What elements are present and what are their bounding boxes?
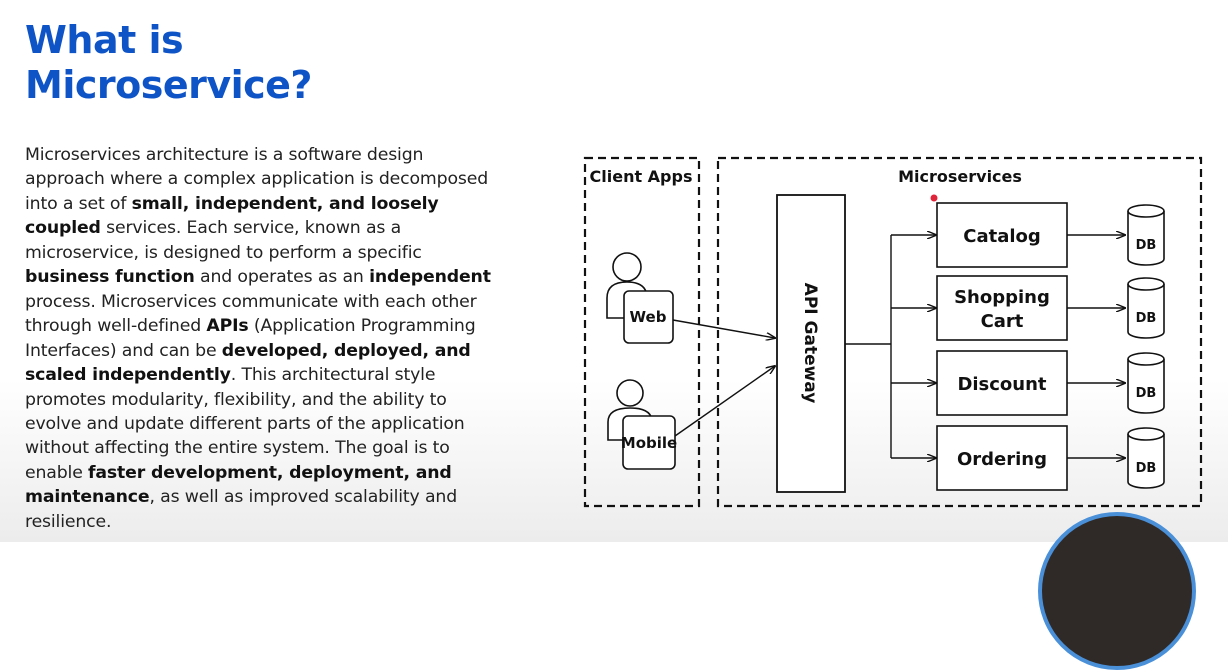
body-text: . This architectural style promotes modu… [25, 365, 465, 483]
gateway-bus [845, 235, 892, 458]
api-gateway-box [776, 194, 846, 493]
body-text: process. Microservices communicate with … [25, 291, 477, 337]
web-client: Web [606, 252, 674, 344]
mobile-box [622, 415, 676, 470]
service-box [936, 275, 1068, 341]
presenter-avatar [1038, 512, 1196, 670]
db-label: DB [1136, 311, 1157, 326]
body-text: and operates as an [194, 267, 370, 288]
title-line-1: What is [25, 18, 184, 62]
service-box [936, 425, 1068, 491]
service-label: Catalog [963, 226, 1041, 247]
microservices-label: Microservices [898, 167, 1022, 186]
service-label: Discount [957, 374, 1046, 395]
web-box [623, 290, 674, 344]
database-icon [1127, 427, 1165, 489]
description-paragraph: Microservices architecture is a software… [25, 143, 495, 534]
db-label: DB [1136, 238, 1157, 253]
mobile-label: Mobile [621, 434, 677, 452]
emphasis-text: small, independent, and loosely coupled [25, 193, 439, 239]
emphasis-text: business function [25, 267, 195, 288]
emphasis-text: APIs [206, 316, 249, 337]
service-box [936, 350, 1068, 416]
api-gateway-label: API Gateway [800, 283, 820, 404]
web-label: Web [630, 308, 667, 326]
db-label: DB [1136, 386, 1157, 401]
emphasis-text: developed, deployed, and scaled independ… [25, 340, 471, 386]
db-label: DB [1136, 461, 1157, 476]
database-icon [1127, 204, 1165, 266]
page-title: What is Microservice? [25, 18, 312, 108]
pointer-dot [930, 194, 938, 202]
emphasis-text: independent [369, 267, 491, 288]
client-apps-label: Client Apps [590, 167, 693, 186]
client-apps-group [583, 156, 701, 508]
microservices-group [716, 156, 1203, 508]
service-label: Cart [981, 311, 1024, 332]
service-label: Shopping [954, 287, 1050, 308]
architecture-diagram: Client Apps Microservices Web Mobile API… [583, 156, 1203, 508]
body-text: , as well as improved scalability and re… [25, 487, 458, 532]
mobile-to-gateway-arrow [674, 366, 775, 437]
emphasis-text: faster development, deployment, and main… [25, 462, 452, 508]
body-text: (Application Programming Interfaces) and… [25, 316, 476, 361]
mobile-client: Mobile [607, 379, 677, 470]
title-line-2: Microservice? [25, 63, 312, 107]
body-text: Microservices architecture is a software… [25, 145, 489, 214]
database-icon [1127, 352, 1165, 414]
web-to-gateway-arrow [672, 319, 775, 338]
service-label: Ordering [957, 449, 1047, 470]
body-text: services. Each service, known as a micro… [25, 218, 422, 263]
database-icon [1127, 277, 1165, 339]
